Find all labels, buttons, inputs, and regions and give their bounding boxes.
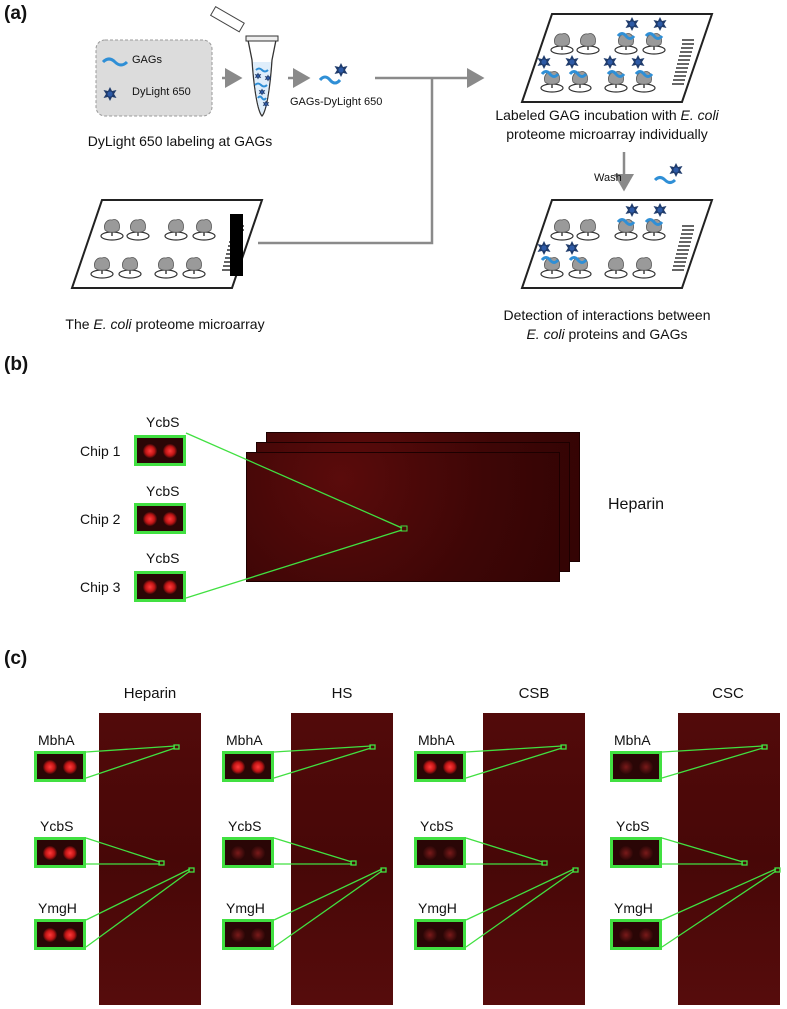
c-csb-inset-mbha <box>414 751 466 782</box>
c-col-heparin: Heparin <box>123 685 177 702</box>
b-chip-1: Chip 1 <box>80 443 121 459</box>
c-hep-inset-ymgh <box>34 919 86 950</box>
b-inset-2 <box>134 503 186 534</box>
c-csb-label-ymgh: YmgH <box>418 900 457 916</box>
legend-box <box>95 39 213 117</box>
wash-label: Wash <box>594 172 622 184</box>
c-hs-label-ymgh: YmgH <box>226 900 265 916</box>
c-strip-csc <box>678 713 780 1005</box>
gags-legend-icon <box>101 57 129 67</box>
b-inset-1 <box>134 435 186 466</box>
caption-detection: Detection of interactions between E. col… <box>503 307 711 342</box>
detection-slide <box>520 199 714 289</box>
c-csb-inset-ycbs <box>414 837 466 868</box>
c-csc-inset-ycbs <box>610 837 662 868</box>
chip-image-3 <box>246 452 560 582</box>
c-csb-label-mbha: MbhA <box>418 732 455 748</box>
c-col-hs: HS <box>331 685 353 702</box>
b-chip-2: Chip 2 <box>80 511 121 527</box>
caption-array: The E. coli proteome microarray <box>65 316 265 332</box>
c-csc-label-ycbs: YcbS <box>616 818 650 834</box>
panel-b-label: (b) <box>4 354 29 375</box>
microarray-slide <box>70 199 264 289</box>
c-hep-inset-mbha <box>34 751 86 782</box>
c-csb-label-ycbs: YcbS <box>420 818 454 834</box>
c-strip-hs <box>291 713 393 1005</box>
b-gag-label: Heparin <box>608 496 665 513</box>
panel-a-diagram <box>70 5 714 289</box>
barcode-1 <box>222 225 244 271</box>
c-hs-inset-ycbs <box>222 837 274 868</box>
tube-icon <box>209 5 279 117</box>
c-hs-label-ycbs: YcbS <box>228 818 262 834</box>
c-strip-heparin <box>99 713 201 1005</box>
b-protein-3: YcbS <box>146 550 180 566</box>
b-chip-3: Chip 3 <box>80 579 121 595</box>
c-hep-label-ycbs: YcbS <box>40 818 74 834</box>
caption-labeling: DyLight 650 labeling at GAGs <box>87 133 273 149</box>
c-csc-label-mbha: MbhA <box>614 732 651 748</box>
panel-a-label: (a) <box>4 3 28 24</box>
caption-incubation: Labeled GAG incubation with E. coli prot… <box>495 107 719 142</box>
gag-dylight-icon <box>318 75 342 85</box>
legend-gags-label: GAGs <box>132 54 162 66</box>
legend-dylight-label: DyLight 650 <box>132 86 191 98</box>
c-csc-inset-mbha <box>610 751 662 782</box>
b-inset-3 <box>134 571 186 602</box>
c-hs-label-mbha: MbhA <box>226 732 263 748</box>
c-hep-inset-ycbs <box>34 837 86 868</box>
c-csc-label-ymgh: YmgH <box>614 900 653 916</box>
c-strip-csb <box>483 713 585 1005</box>
product-label: GAGs-DyLight 650 <box>290 96 383 108</box>
connector <box>258 78 434 245</box>
incubation-slide <box>520 13 714 103</box>
c-hs-inset-mbha <box>222 751 274 782</box>
c-col-csb: CSB <box>518 685 550 702</box>
c-hs-inset-ymgh <box>222 919 274 950</box>
c-csb-inset-ymgh <box>414 919 466 950</box>
b-protein-2: YcbS <box>146 483 180 499</box>
c-hep-label-ymgh: YmgH <box>38 900 77 916</box>
barcode-2 <box>672 39 694 85</box>
c-hep-label-mbha: MbhA <box>38 732 75 748</box>
c-csc-inset-ymgh <box>610 919 662 950</box>
panel-c-label: (c) <box>4 648 28 669</box>
c-col-csc: CSC <box>712 685 744 702</box>
b-protein-1: YcbS <box>146 414 180 430</box>
barcode-3 <box>672 225 694 271</box>
